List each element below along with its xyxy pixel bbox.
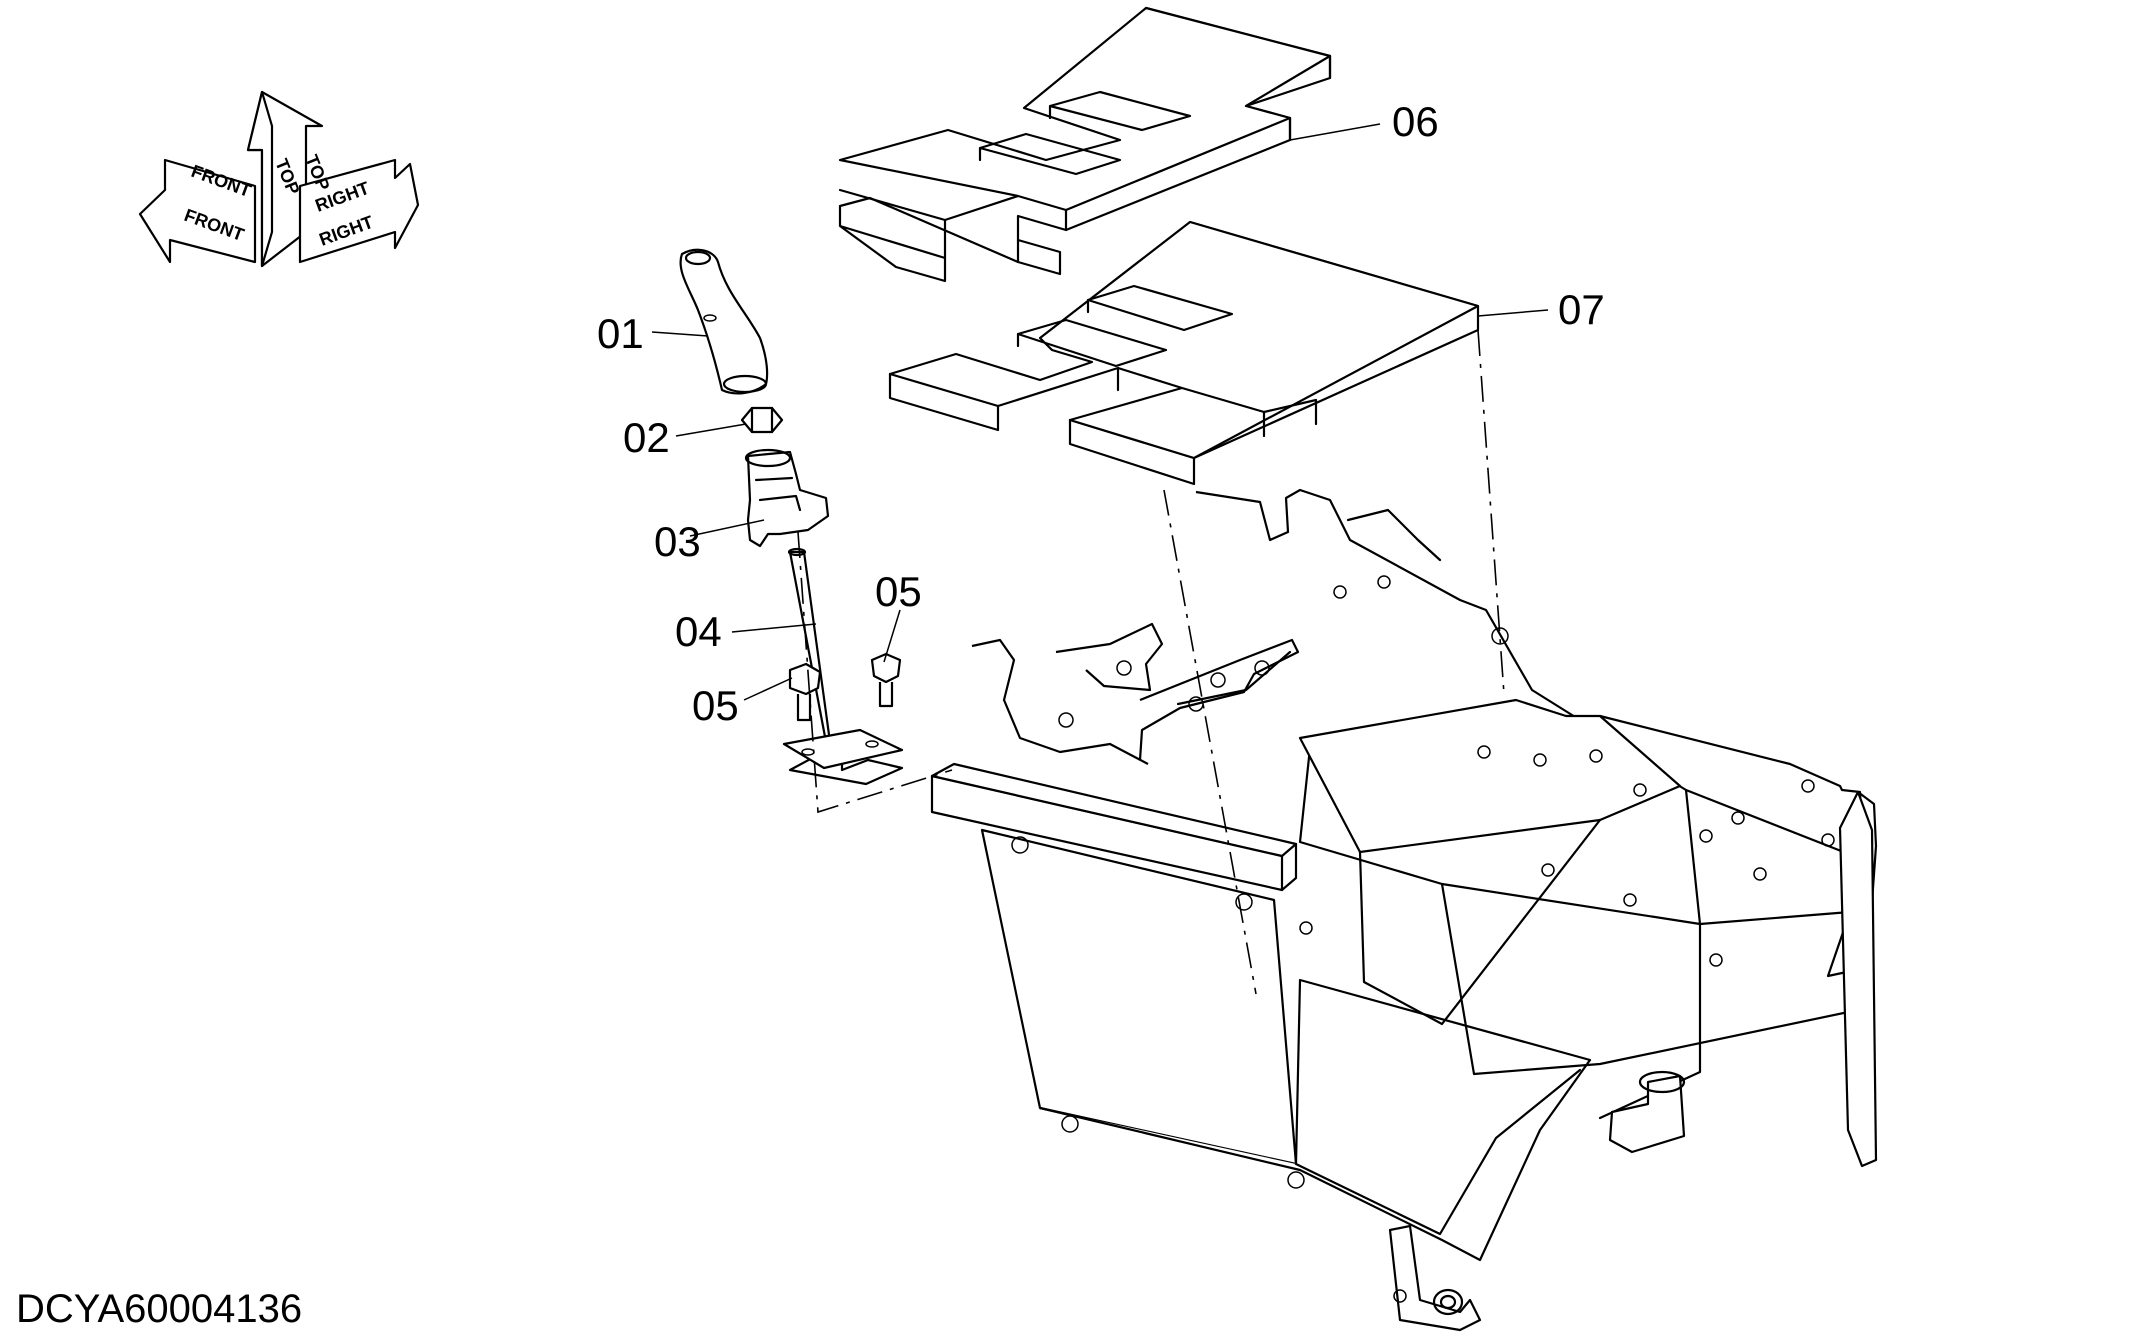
knob-part (679, 248, 769, 395)
callout-03: 03 (654, 518, 701, 565)
callout-06: 06 (1392, 98, 1439, 145)
upper-insulation-pad (838, 6, 1332, 283)
callout-05-upper: 05 (875, 568, 922, 615)
lower-insulation-pad (888, 220, 1480, 486)
bolt-part-right (870, 652, 902, 708)
callout-02: 02 (623, 414, 670, 461)
top-arrow-side-icon (246, 90, 274, 268)
front-arrow-icon (138, 158, 257, 264)
callout-04: 04 (675, 608, 722, 655)
callout-05-lower: 05 (692, 682, 739, 729)
callout-07: 07 (1558, 286, 1605, 333)
document-id: DCYA60004136 (16, 1287, 302, 1331)
callout-labels: 01 02 03 04 05 05 06 07 (597, 98, 1605, 729)
orientation-indicator: FRONT FRONT TOP TOP RIGHT RIGHT (138, 90, 420, 268)
console-frame (930, 488, 1878, 1332)
lever-assembly (679, 248, 904, 786)
nut-part (740, 406, 784, 434)
callout-01: 01 (597, 310, 644, 357)
leader-lines (651, 123, 1549, 701)
right-arrow-icon (298, 158, 420, 264)
